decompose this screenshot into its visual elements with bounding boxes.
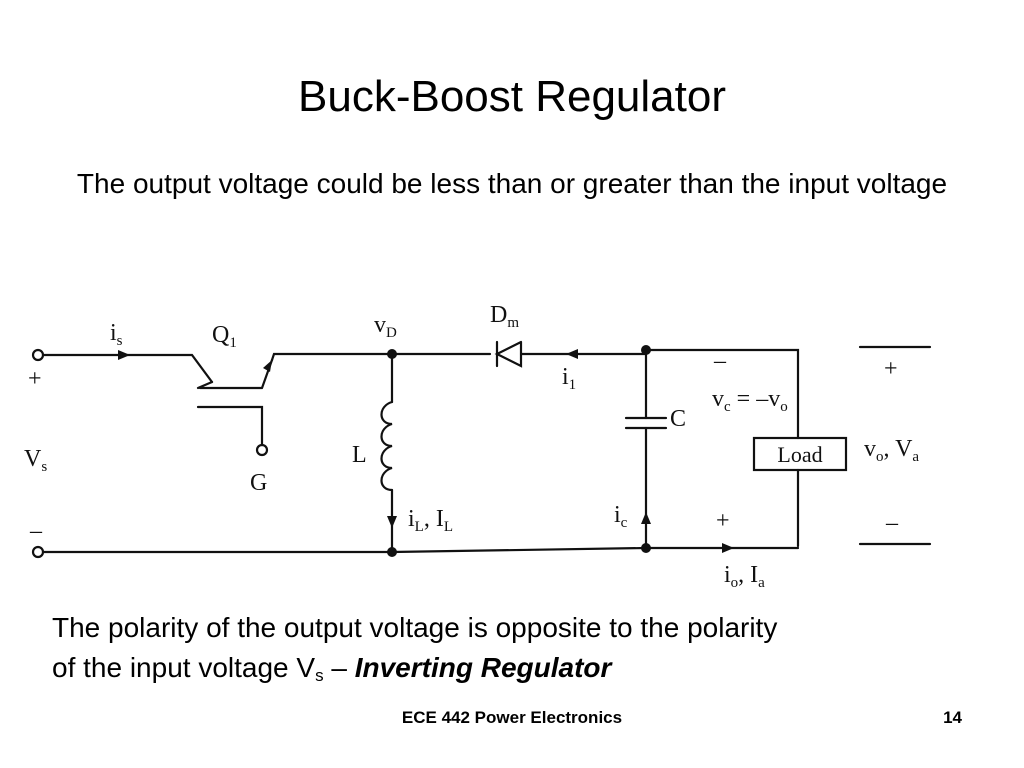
arrow-i1 bbox=[566, 349, 578, 359]
inverting-regulator-emphasis: Inverting Regulator bbox=[354, 652, 612, 683]
arrow-q1-emitter bbox=[263, 360, 272, 372]
label-plus-input: + bbox=[28, 366, 42, 392]
load-box bbox=[752, 436, 848, 472]
load-label: Load bbox=[777, 442, 822, 467]
label-i1: i1 bbox=[562, 364, 576, 393]
label-plus-output: + bbox=[884, 356, 898, 382]
body-line-2: of the input voltage Vs – Inverting Regu… bbox=[52, 648, 972, 696]
node-cap-top bbox=[641, 345, 651, 355]
node-inductor-bottom bbox=[387, 547, 397, 557]
arrow-io bbox=[722, 543, 734, 553]
wire-bottom-rail bbox=[41, 546, 800, 554]
label-q1: Q1 bbox=[212, 322, 237, 351]
label-vc-equation: vc = –vo bbox=[712, 386, 788, 415]
label-dm: Dm bbox=[490, 302, 519, 331]
label-il: iL, IL bbox=[408, 506, 453, 535]
wire-input-top bbox=[41, 353, 214, 384]
wire-top-right bbox=[644, 348, 800, 440]
label-vs: Vs bbox=[24, 446, 47, 475]
slide-title: Buck-Boost Regulator bbox=[298, 72, 726, 121]
label-io: io, Ia bbox=[724, 562, 765, 591]
label-gate: G bbox=[250, 470, 267, 496]
label-inductor: L bbox=[352, 442, 367, 468]
diode-dm bbox=[494, 340, 523, 368]
gate-terminal bbox=[255, 443, 269, 457]
transistor-q1 bbox=[196, 358, 274, 390]
label-ic: ic bbox=[614, 502, 628, 531]
arrow-il bbox=[387, 516, 397, 528]
body-line-2-prefix: of the input voltage V bbox=[52, 652, 316, 683]
arrow-ic bbox=[641, 512, 651, 524]
label-capacitor: C bbox=[670, 406, 686, 432]
node-cap-bottom bbox=[641, 543, 651, 553]
input-terminal-negative bbox=[31, 545, 45, 559]
label-minus-top: – bbox=[713, 348, 727, 374]
wire-q1-to-node bbox=[270, 352, 394, 362]
label-vd: vD bbox=[374, 312, 397, 341]
label-plus-bottom: + bbox=[716, 508, 730, 534]
inductor-l bbox=[380, 400, 394, 492]
body-line-2-subscript: s bbox=[315, 666, 324, 685]
input-terminal-positive bbox=[31, 348, 45, 362]
slide-subtitle: The output voltage could be less than or… bbox=[76, 168, 948, 199]
label-vo-va: vo, Va bbox=[864, 436, 919, 465]
label-is: is bbox=[110, 320, 123, 349]
body-line-2-dash: – bbox=[323, 652, 355, 683]
label-minus-input: – bbox=[29, 518, 43, 544]
footer-course: ECE 442 Power Electronics bbox=[401, 708, 623, 727]
transistor-q1-gate bbox=[196, 405, 264, 447]
node-vd bbox=[387, 349, 397, 359]
buck-boost-circuit-diagram: is Q1 vD Dm i1 + Vs – G L iL, IL C ic – … bbox=[24, 302, 932, 591]
slide-body-text: The polarity of the output voltage is op… bbox=[52, 608, 972, 696]
arrow-is bbox=[118, 350, 130, 360]
body-line-1: The polarity of the output voltage is op… bbox=[52, 612, 778, 643]
capacitor-c bbox=[624, 416, 668, 430]
page-number: 14 bbox=[943, 708, 962, 727]
label-minus-output: – bbox=[885, 510, 899, 536]
